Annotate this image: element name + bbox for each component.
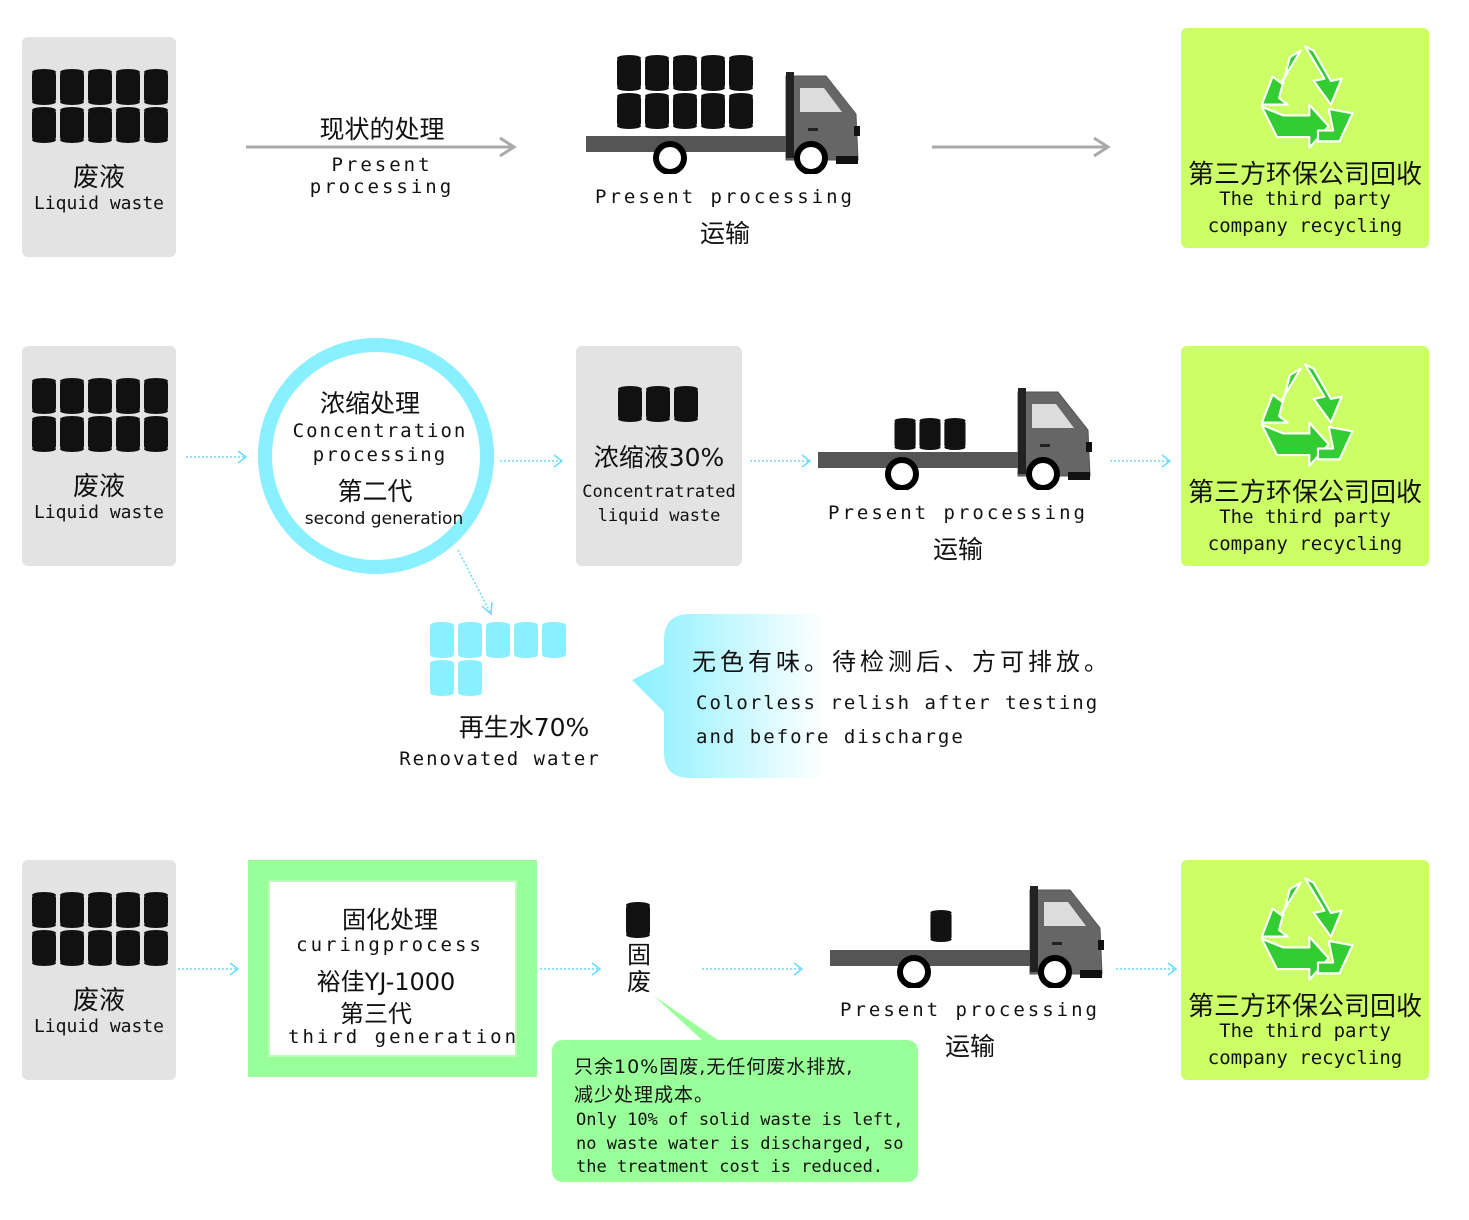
dest-label-en-1: The third party	[1219, 188, 1391, 210]
concentration-label-en-1: Concentration	[292, 420, 468, 442]
truck-icon	[818, 380, 1098, 498]
generation-label-cn: 第二代	[337, 477, 413, 506]
barrels-icon	[32, 69, 168, 143]
water-note-en-2: and before discharge	[696, 726, 965, 748]
step-label-cn: 现状的处理	[319, 115, 445, 144]
transport-label-en: Present processing	[828, 502, 1088, 524]
dest-card-row2: 第三方环保公司回收 The third party company recycl…	[1181, 346, 1429, 566]
curing-label-en: curingprocess	[296, 934, 484, 956]
water-note-en-1: Colorless relish after testing	[696, 692, 1100, 714]
arrow-row3-c	[702, 962, 804, 976]
curing-label-cn: 固化处理	[342, 906, 438, 934]
recycle-icon	[1260, 363, 1354, 467]
barrels-icon	[618, 386, 698, 422]
transport-label-en: Present processing	[595, 186, 855, 208]
arrow-row3-d	[1116, 962, 1178, 976]
solid-barrel-icon	[626, 902, 650, 938]
water-label-en: Renovated water	[399, 748, 601, 770]
solid-note-en-2: no waste water is discharged, so	[576, 1134, 904, 1154]
water-note-cn: 无色有味。待检测后、方可排放。	[692, 648, 1112, 676]
arrow-row3-b	[540, 962, 602, 976]
curing-box	[248, 860, 537, 1077]
dest-label-cn: 第三方环保公司回收	[1187, 478, 1422, 508]
solid-note-bubble	[552, 996, 918, 1182]
dest-label-cn: 第三方环保公司回收	[1187, 992, 1422, 1022]
transport-label-cn: 运输	[944, 1032, 995, 1061]
arrow-row2-b	[500, 454, 564, 468]
recycle-icon	[1260, 877, 1354, 981]
arrow-row1-b	[932, 136, 1111, 158]
truck-icon	[830, 878, 1110, 996]
step-label-en-2: processing	[309, 176, 455, 198]
dest-label-cn: 第三方环保公司回收	[1187, 160, 1422, 190]
barrels-icon	[32, 378, 168, 452]
arrow-row2-c	[750, 454, 812, 468]
arrow-to-water	[457, 549, 493, 616]
arrow-row1-a	[246, 136, 517, 158]
transport-label-cn: 运输	[932, 535, 983, 564]
concentrate-label-en-1: Concentratrated	[582, 482, 736, 502]
concentration-label-cn: 浓缩处理	[319, 389, 420, 418]
water-note-bubble	[632, 614, 1186, 778]
source-card-row3: 废液 Liquid waste	[22, 860, 176, 1080]
step-label-en-1: Present	[331, 154, 433, 176]
truck-icon	[586, 64, 866, 182]
generation-label-en: third generation	[288, 1026, 520, 1048]
source-label-cn: 废液	[72, 472, 125, 502]
solid-note-cn-2: 减少处理成本。	[574, 1084, 715, 1106]
transport-label-cn: 运输	[699, 219, 750, 248]
generation-label-en: second generation	[304, 509, 464, 529]
dest-card-row1: 第三方环保公司回收 The third party company recycl…	[1181, 28, 1429, 248]
dest-label-en-2: company recycling	[1207, 215, 1403, 237]
solid-note-cn-1: 只余10%固废,无任何废水排放,	[574, 1056, 854, 1078]
solid-note-en-3: the treatment cost is reduced.	[576, 1157, 884, 1177]
arrow-row2-a	[186, 450, 248, 464]
generation-label-cn: 第三代	[340, 1000, 412, 1028]
source-label-en: Liquid waste	[33, 1016, 165, 1037]
dest-label-en-2: company recycling	[1207, 1047, 1403, 1069]
dest-card-row3: 第三方环保公司回收 The third party company recycl…	[1181, 860, 1429, 1080]
solid-label: 固废	[627, 941, 651, 996]
concentration-label-en-2: processing	[312, 444, 448, 466]
arrow-row3-a	[178, 962, 240, 976]
source-label-en: Liquid waste	[33, 502, 165, 523]
model-label: 裕佳YJ-1000	[316, 968, 456, 996]
source-label-cn: 废液	[72, 986, 125, 1016]
concentrate-label-cn: 浓缩液30%	[593, 443, 725, 472]
dest-label-en-2: company recycling	[1207, 533, 1403, 555]
water-barrels-icon	[430, 622, 566, 696]
water-label-cn: 再生水70%	[458, 713, 590, 742]
concentrate-card: 浓缩液30% Concentratrated liquid waste	[576, 346, 742, 566]
source-card-row2: 废液 Liquid waste	[22, 346, 176, 566]
solid-note-en-1: Only 10% of solid waste is left,	[576, 1110, 904, 1130]
recycle-icon	[1260, 45, 1354, 149]
source-label-cn: 废液	[72, 163, 125, 193]
transport-label-en: Present processing	[840, 999, 1100, 1021]
source-label-en: Liquid waste	[33, 193, 165, 214]
arrow-row2-d	[1110, 454, 1172, 468]
source-card-row1: 废液 Liquid waste	[22, 37, 176, 257]
dest-label-en-1: The third party	[1219, 1020, 1391, 1042]
barrels-icon	[32, 892, 168, 966]
dest-label-en-1: The third party	[1219, 506, 1391, 528]
concentrate-label-en-2: liquid waste	[597, 506, 721, 526]
